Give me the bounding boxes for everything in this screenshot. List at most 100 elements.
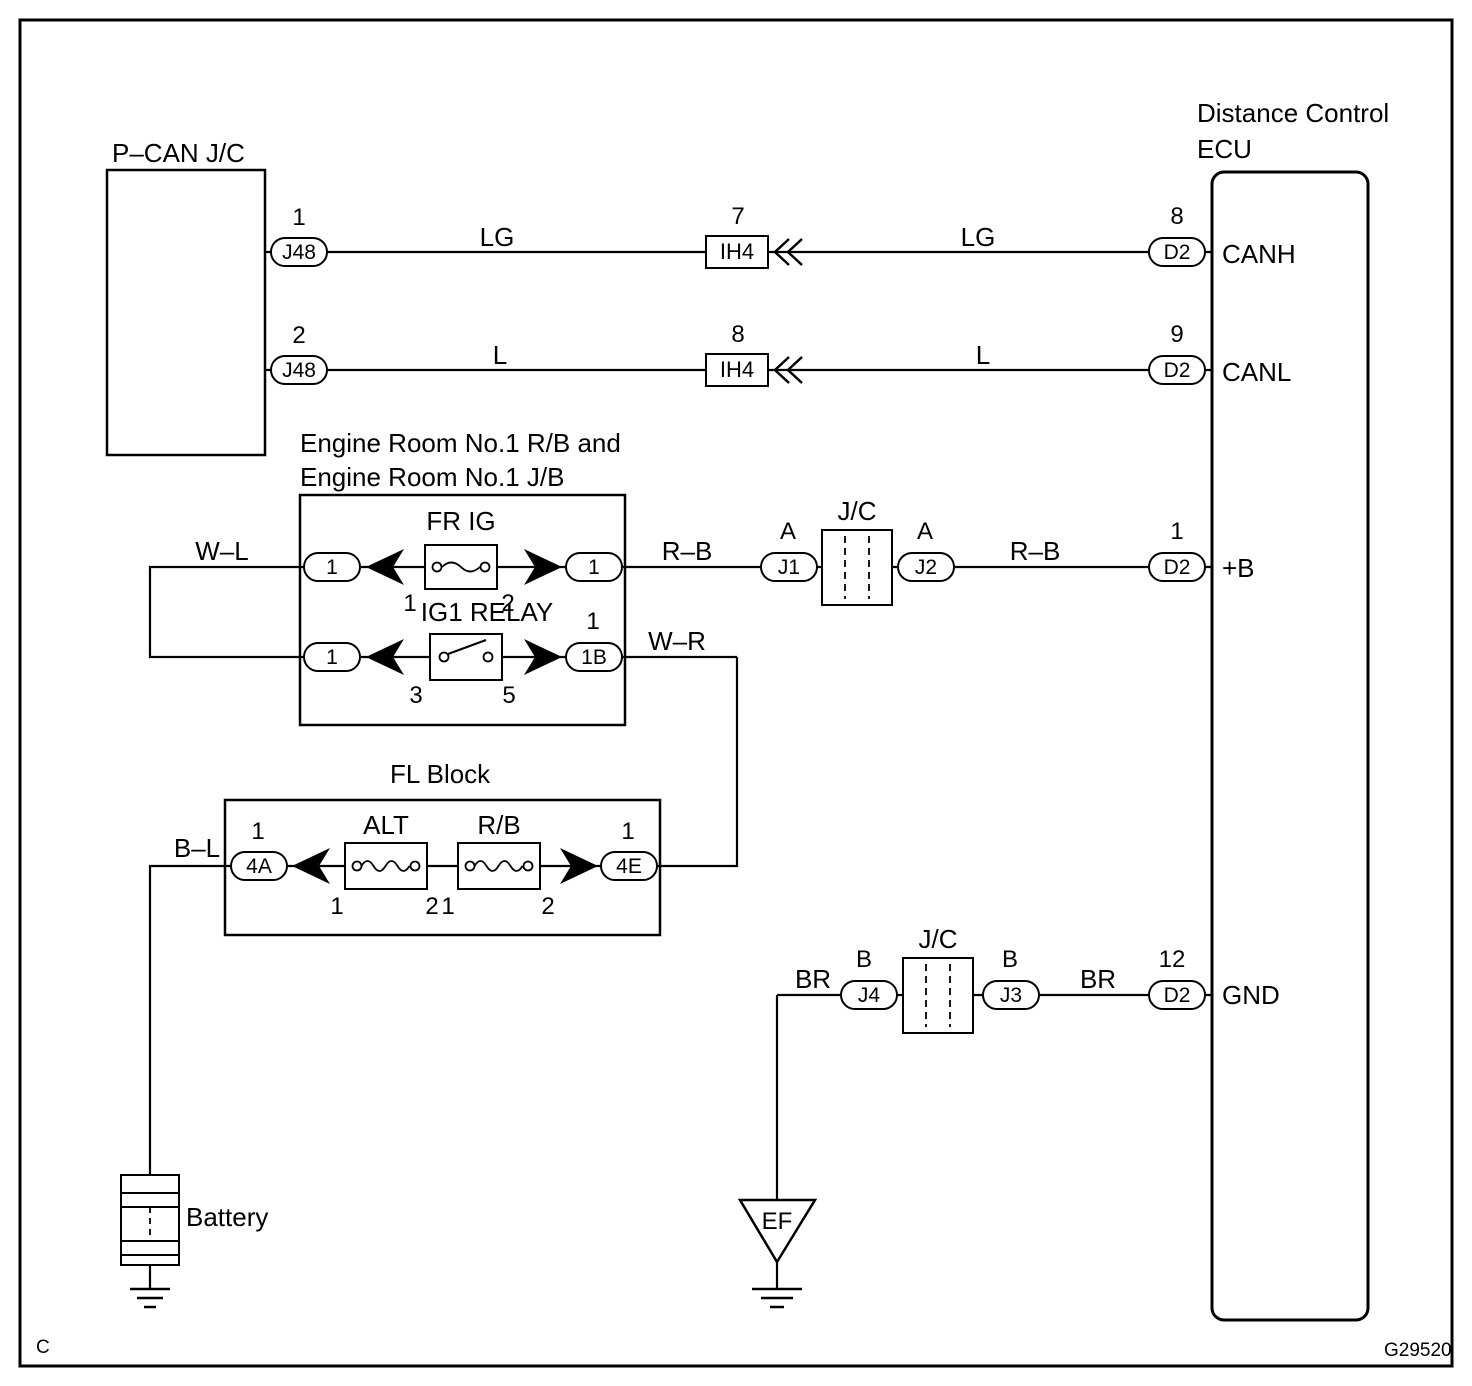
wire-color-label: L xyxy=(492,340,508,370)
connector-label: 1 xyxy=(588,555,600,579)
pin-number: 7 xyxy=(731,203,745,230)
fr-ig-label: FR IG xyxy=(426,506,496,536)
wire-color-label: LG xyxy=(479,222,515,252)
pin-number: 1 xyxy=(621,818,635,845)
engine-room-title-line1: Engine Room No.1 R/B and xyxy=(300,428,621,458)
ground-icon-ef xyxy=(752,1287,802,1309)
connector-label: J48 xyxy=(282,358,316,382)
ecu-title-line2: ECU xyxy=(1197,134,1252,164)
pin-number: 1 xyxy=(403,590,417,617)
connector-oval-ig1-in: 1 xyxy=(303,642,361,672)
corner-mark: C xyxy=(36,1337,50,1358)
ecu-title-line1: Distance Control xyxy=(1197,98,1390,128)
connector-label: J3 xyxy=(999,983,1023,1007)
connector-label: 1 xyxy=(326,645,338,669)
fuse-element xyxy=(360,860,411,872)
connector-oval-d2-plus-b: D2 xyxy=(1148,552,1206,582)
wire-color-label: LG xyxy=(960,222,996,252)
fuse-element xyxy=(441,561,481,573)
pin-number: 1 xyxy=(586,608,600,635)
pin-number: A xyxy=(916,518,934,545)
connector-label: 4A xyxy=(246,854,272,878)
connector-label: 1B xyxy=(581,645,607,669)
connector-box-ih4-canl: IH4 xyxy=(705,353,769,387)
connector-label: D2 xyxy=(1163,555,1191,579)
pin-number: 1 xyxy=(292,204,306,231)
connector-arrow-icons xyxy=(292,549,598,884)
connector-label: J2 xyxy=(914,555,938,579)
wire-color-label: R–B xyxy=(1009,536,1061,566)
connector-oval-j2: J2 xyxy=(897,552,955,582)
arrow-right-icon xyxy=(560,848,598,884)
pin-number: 9 xyxy=(1170,321,1184,348)
pin-number: 2 xyxy=(292,322,306,349)
wire-color-label: B–L xyxy=(173,833,221,863)
fuse-terminal xyxy=(479,561,491,573)
pin-number: 8 xyxy=(1170,203,1184,230)
junction-box-outline xyxy=(902,957,974,1034)
rb-fuse-label: R/B xyxy=(477,810,521,840)
double-chevron-icons xyxy=(773,238,803,384)
fuse-terminal xyxy=(431,561,443,573)
arrow-left-icon xyxy=(292,848,330,884)
battery-icon xyxy=(120,1174,180,1266)
connector-label: D2 xyxy=(1163,983,1191,1007)
wire-w-l xyxy=(148,565,332,659)
diagram-border xyxy=(18,18,1454,1368)
connector-label: IH4 xyxy=(719,357,755,382)
connector-oval-frig-in: 1 xyxy=(303,552,361,582)
engine-room-box xyxy=(298,493,627,727)
wire-w-r-b-l xyxy=(148,657,739,1175)
junction-box-outline xyxy=(821,529,893,606)
pin-number: 12 xyxy=(1158,946,1186,973)
pin-number: B xyxy=(855,946,873,973)
arrow-right-icon xyxy=(524,549,562,585)
pin-number: 8 xyxy=(731,321,745,348)
fuse-icon-rb xyxy=(457,842,541,890)
junction-top-label: J/C xyxy=(837,496,877,526)
relay-switch-blade xyxy=(447,639,487,655)
connector-oval-d2-gnd: D2 xyxy=(1148,980,1206,1010)
ecu-box xyxy=(1210,170,1370,1322)
wire-color-label: L xyxy=(975,340,991,370)
figure-reference: G29520 xyxy=(1384,1340,1452,1361)
fuse-icon-fr-ig xyxy=(424,544,498,590)
arrow-left-icon xyxy=(366,639,404,675)
wire-color-label: R–B xyxy=(661,536,713,566)
pin-number: 2 xyxy=(425,893,439,920)
relay-terminal xyxy=(438,651,450,663)
ecu-pin-canh: CANH xyxy=(1222,239,1296,269)
wire-color-label: W–R xyxy=(648,626,706,656)
pin-number: B xyxy=(1001,946,1019,973)
connector-oval-j48-canh: J48 xyxy=(270,237,328,267)
connector-oval-4e: 4E xyxy=(600,851,658,881)
junction-bottom-label: J/C xyxy=(918,924,958,954)
arrow-right-icon xyxy=(524,639,562,675)
pin-number: 3 xyxy=(409,682,423,709)
chevron-left-icon xyxy=(786,238,803,266)
connector-label: D2 xyxy=(1163,240,1191,264)
ecu-pin-plus-b: +B xyxy=(1222,553,1255,583)
connector-oval-j1: J1 xyxy=(760,552,818,582)
connector-oval-d2-canl: D2 xyxy=(1148,355,1206,385)
wire-lines xyxy=(148,250,1212,1288)
fuse-terminal xyxy=(464,860,476,872)
ig1-relay-label: IG1 RELAY xyxy=(420,597,554,627)
pcan-jc-title: P–CAN J/C xyxy=(112,138,245,168)
junction-box-top xyxy=(821,529,893,606)
pin-number: 5 xyxy=(502,682,516,709)
connector-label: J1 xyxy=(777,555,801,579)
connector-label: D2 xyxy=(1163,358,1191,382)
relay-terminal xyxy=(482,651,494,663)
ecu-pin-canl: CANL xyxy=(1222,357,1292,387)
ef-ground-triangle-icon xyxy=(737,1198,818,1265)
wire-color-label: BR xyxy=(794,964,832,994)
ground-icon-battery xyxy=(130,1287,170,1309)
fuse-terminal xyxy=(409,860,421,872)
pcan-jc-box xyxy=(105,168,267,457)
arrow-left-icon xyxy=(366,549,404,585)
engine-room-title-line2: Engine Room No.1 J/B xyxy=(300,462,565,492)
connector-box-ih4-canh: IH4 xyxy=(705,235,769,269)
battery-label: Battery xyxy=(186,1202,269,1232)
wire-color-label: W–L xyxy=(195,536,249,566)
